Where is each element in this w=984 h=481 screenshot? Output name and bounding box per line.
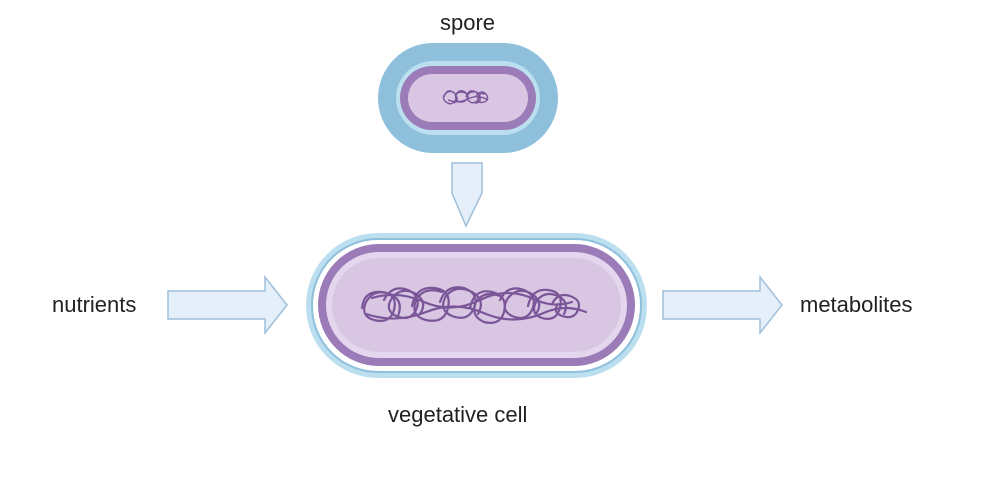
vegetative-dna-icon — [360, 286, 588, 324]
arrow-right-icon — [167, 274, 288, 336]
vegetative-cell-label: vegetative cell — [388, 402, 528, 427]
spore-dna-icon — [442, 89, 489, 105]
spore-label: spore — [440, 10, 496, 35]
metabolites-label: metabolites — [800, 292, 913, 317]
vegetative-cell-icon — [306, 233, 647, 378]
arrow-down-icon — [451, 162, 483, 228]
nutrients-label: nutrients — [52, 292, 137, 317]
vegetative-cytoplasm — [332, 258, 621, 352]
arrow-right-icon — [662, 274, 783, 336]
nutrients-arrow — [167, 274, 288, 336]
spore-cell-icon — [378, 43, 558, 153]
metabolites-arrow — [662, 274, 783, 336]
